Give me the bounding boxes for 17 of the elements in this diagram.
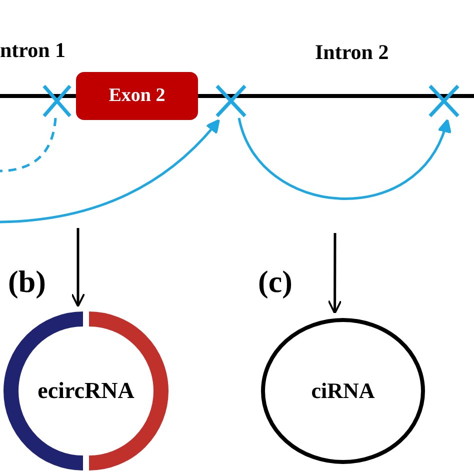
region-label: Intron 2: [315, 42, 389, 63]
arrow: [238, 118, 450, 200]
arrow: [70, 228, 86, 308]
exon-box: [76, 72, 198, 120]
splice-site-mark: [428, 84, 460, 118]
panel-label: (c): [258, 266, 292, 297]
arrow: [0, 119, 220, 224]
arrow: [328, 233, 342, 314]
dashed-line: [0, 118, 57, 172]
region-label: ntron 1: [0, 40, 66, 61]
circular-rna-ring: [6, 311, 166, 471]
splice-site-mark: [215, 84, 247, 118]
exon-label: Exon 2: [108, 85, 166, 107]
splice-site-mark: [42, 84, 72, 118]
rna-label: ciRNA: [311, 378, 375, 404]
circular-rna-ring: [261, 318, 425, 464]
panel-label: (b): [8, 266, 46, 297]
